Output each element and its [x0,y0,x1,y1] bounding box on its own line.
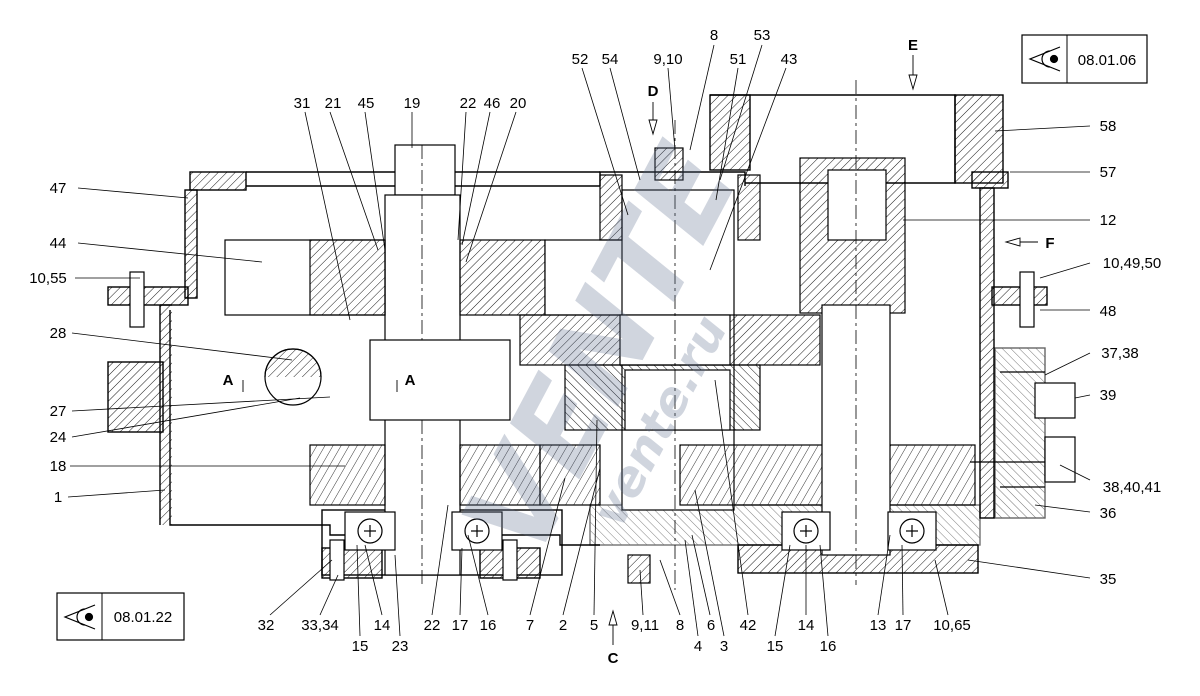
callout: 7 [526,617,534,634]
bearing-right-2 [887,511,937,551]
callout: 38,40,41 [1103,479,1161,496]
view-marker-f: F [1045,235,1054,252]
leader-lines [67,44,1091,637]
callout: 47 [50,180,67,197]
callout: 12 [1100,212,1117,229]
callout: 51 [730,51,747,68]
callout: 14 [798,617,815,634]
callout: 16 [480,617,497,634]
callout: 33,34 [301,617,339,634]
callout: 17 [452,617,469,634]
callout: 18 [50,458,67,475]
ref-box-top-right: 08.01.06 [1021,34,1148,84]
callout: 58 [1100,118,1117,135]
internals [129,80,1076,590]
callouts-bottom: 32 33,34 14 15 23 22 17 16 7 2 5 9,11 8 … [258,617,971,655]
callout: 1 [54,489,62,506]
callout: 9,10 [653,51,682,68]
callout: 17 [895,617,912,634]
callout: 28 [50,325,67,342]
callout: 52 [572,51,589,68]
callout: 8 [710,27,718,44]
bearing-left-1 [344,511,396,551]
callout: 9,11 [631,617,659,634]
callout: 39 [1100,387,1117,404]
callout: 15 [767,638,784,655]
callout: 16 [820,638,837,655]
view-letters: D E F C A A [223,37,1055,667]
callout: 46 [484,95,501,112]
callout: 36 [1100,505,1117,522]
callout: 54 [602,51,619,68]
callout: 22 [460,95,477,112]
callout: 57 [1100,164,1117,181]
callout: 45 [358,95,375,112]
callout: 21 [325,95,342,112]
callout: 48 [1100,303,1117,320]
callout: 10,49,50 [1103,255,1161,272]
view-marker-e: E [908,37,918,54]
callout: 3 [720,638,728,655]
callouts-left: 47 44 10,55 28 27 24 18 1 [29,180,67,506]
callout: 4 [694,638,702,655]
callout: 20 [510,95,527,112]
callout: 35 [1100,571,1117,588]
callout: 10,65 [933,617,971,634]
callout: 14 [374,617,391,634]
callout: 23 [392,638,409,655]
callout: 24 [50,429,67,446]
view-marker-d: D [648,83,659,100]
bearing-left-2 [451,511,503,551]
callout: 32 [258,617,275,634]
callout: 15 [352,638,369,655]
callouts-top: 31 21 45 19 22 46 20 52 54 9,10 8 53 51 … [294,27,798,112]
eye-icon [1028,46,1061,72]
callout: 43 [781,51,798,68]
eye-icon [63,604,96,630]
callouts-right: 58 57 12 10,49,50 48 37,38 39 38,40,41 3… [1100,118,1162,588]
view-marker-c: C [608,650,619,667]
callout: 37,38 [1101,345,1139,362]
callout: 44 [50,235,67,252]
bearing-right-1 [781,511,831,551]
callout: 27 [50,403,67,420]
ref-code-bottom: 08.01.22 [114,609,172,626]
view-arrows [242,55,1038,645]
callout: 22 [424,617,441,634]
callout: 13 [870,617,887,634]
callout: 5 [590,617,598,634]
callout: 6 [707,617,715,634]
section-marker-a-right: A [405,372,416,389]
ref-box-bottom-left: 08.01.22 [56,592,185,641]
callout: 19 [404,95,421,112]
callout: 53 [754,27,771,44]
callout: 10,55 [29,270,67,287]
callout: 42 [740,617,757,634]
callout: 8 [676,617,684,634]
callout: 2 [559,617,567,634]
callout: 31 [294,95,311,112]
ref-code-top: 08.01.06 [1078,52,1136,69]
section-marker-a-left: A [223,372,234,389]
